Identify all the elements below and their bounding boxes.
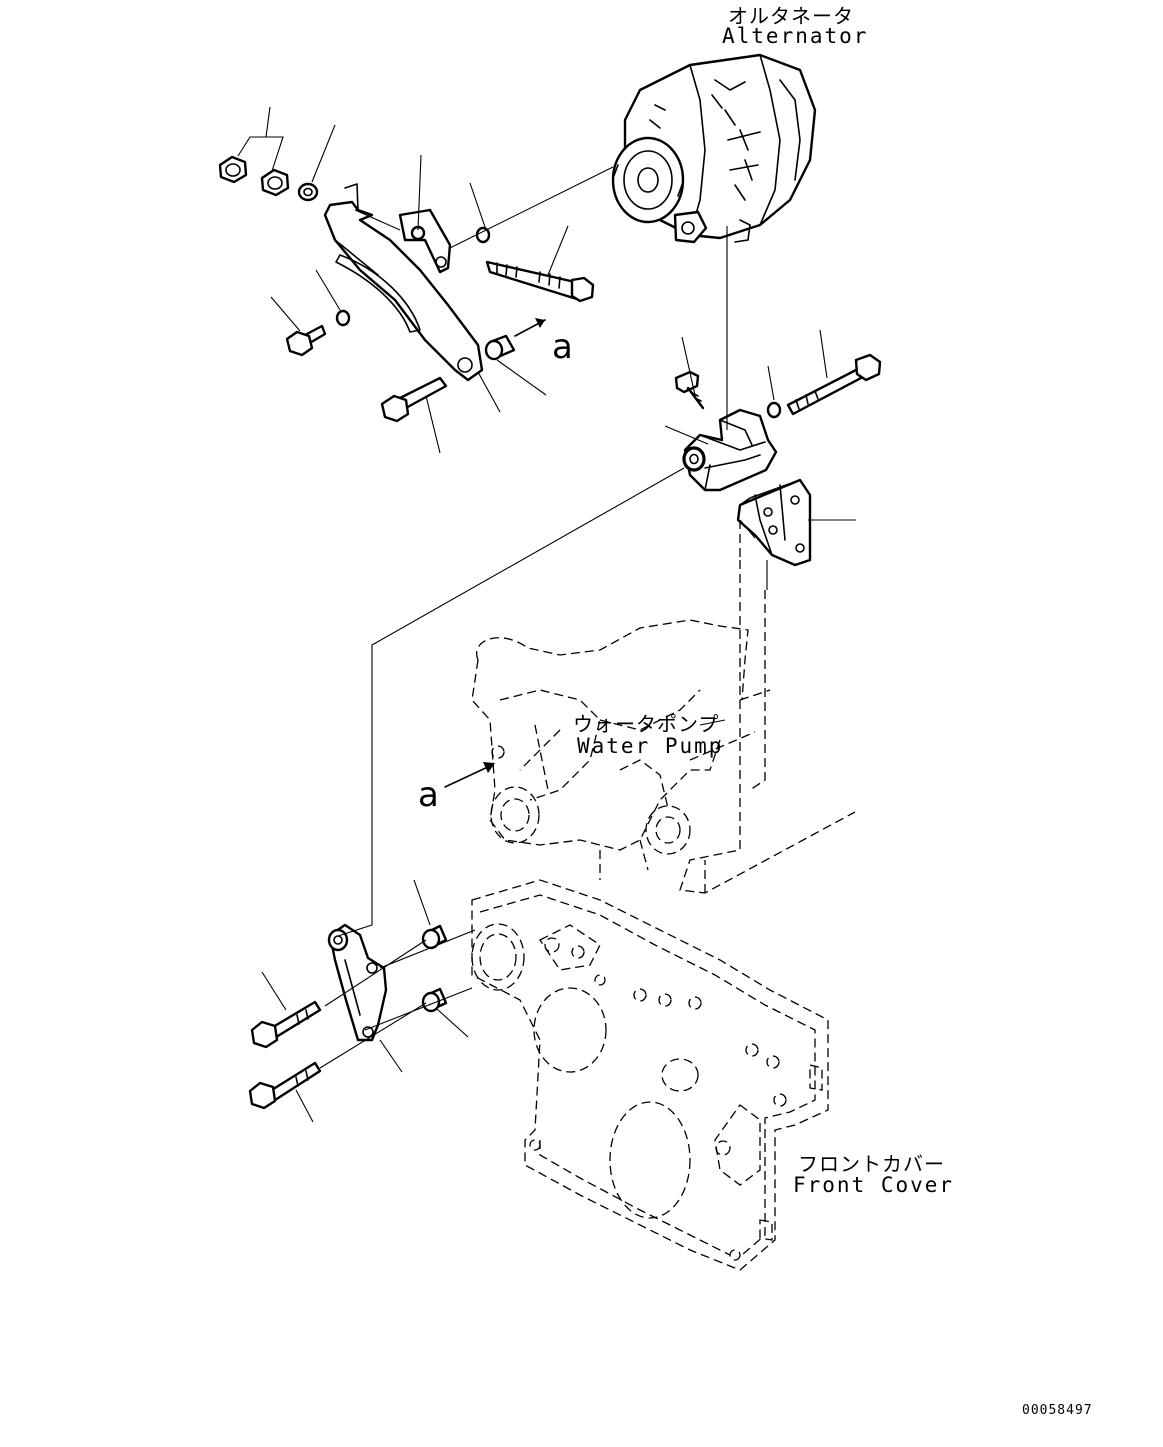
bolt-long-right bbox=[786, 353, 882, 416]
adjusting-bracket bbox=[323, 183, 484, 382]
nut-pair bbox=[218, 155, 290, 197]
water-pump-mount-outline bbox=[679, 520, 856, 894]
front-cover-outline bbox=[471, 879, 829, 1271]
short-bolt-left bbox=[285, 324, 327, 357]
spacer-upper bbox=[421, 924, 448, 950]
alternator-mount-bracket bbox=[682, 408, 778, 492]
ref-letter-a-bottom: a bbox=[418, 775, 439, 815]
leader-lines bbox=[237, 106, 856, 1123]
long-bolt-lower bbox=[380, 376, 448, 423]
alternator bbox=[611, 53, 817, 244]
spacer-collar bbox=[484, 334, 516, 361]
water-pump-label-jp: ウォータポンプ bbox=[573, 712, 720, 736]
ref-arrow-top bbox=[514, 318, 546, 337]
bolt-lower-1 bbox=[250, 1000, 322, 1049]
document-number: 00058497 bbox=[1022, 1403, 1093, 1418]
ref-arrow-bottom bbox=[444, 762, 495, 788]
front-cover-label-jp: フロントカバー bbox=[798, 1152, 945, 1176]
washer-top-left bbox=[297, 182, 319, 202]
water-pump-label-en: Water Pump bbox=[577, 734, 724, 758]
bolt-vertical-small bbox=[674, 370, 705, 410]
front-cover-label-en: Front Cover bbox=[793, 1173, 955, 1197]
alternator-label-jp: オルタネータ bbox=[728, 4, 854, 28]
ref-letter-a-top: a bbox=[552, 327, 573, 367]
washer-right bbox=[766, 401, 782, 419]
water-pump-bracket bbox=[736, 478, 812, 567]
alternator-label-en: Alternator bbox=[722, 24, 869, 48]
long-bolt-top bbox=[485, 260, 595, 303]
lower-support-bracket bbox=[327, 923, 388, 1042]
water-pump-outline bbox=[471, 619, 749, 880]
bolt-lower-2 bbox=[248, 1061, 322, 1110]
